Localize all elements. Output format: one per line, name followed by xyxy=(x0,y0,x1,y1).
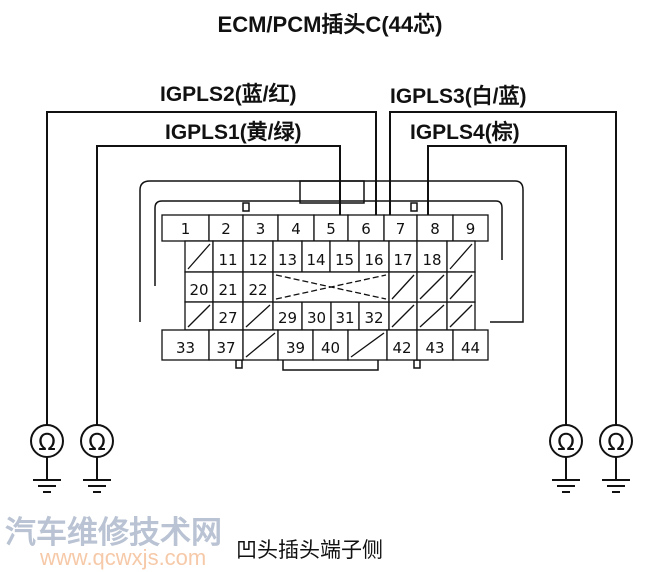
pin-number: 29 xyxy=(278,309,297,327)
pin-number: 33 xyxy=(176,339,195,357)
pin-number: 20 xyxy=(189,281,208,299)
wires xyxy=(46,111,617,430)
ohmmeter-icon: Ω xyxy=(80,424,114,493)
pin-cell xyxy=(312,329,349,361)
label-igpls4: IGPLS4(棕) xyxy=(410,120,520,144)
ohmmeter-icon: Ω xyxy=(599,424,633,493)
pin-number: 14 xyxy=(306,251,325,269)
pin-number: 43 xyxy=(425,339,444,357)
ohm-symbol: Ω xyxy=(557,430,575,456)
pin-number: 2 xyxy=(221,220,231,238)
blank-pin-diagonal xyxy=(449,243,473,270)
blank-pin-diagonal xyxy=(391,274,415,300)
caption: 凹头插头端子侧 xyxy=(236,538,383,562)
blank-pin-diagonal xyxy=(449,304,473,328)
pin-number: 30 xyxy=(307,309,326,327)
pin-number: 3 xyxy=(256,220,266,238)
blank-pin-diagonal xyxy=(419,304,445,328)
pin-cell xyxy=(242,214,279,242)
pin-number: 37 xyxy=(216,339,235,357)
pin-cell xyxy=(242,240,274,273)
pin-cell xyxy=(329,240,360,273)
pin-number: 11 xyxy=(218,251,237,269)
pin-number: 16 xyxy=(364,251,383,269)
ohm-symbol: Ω xyxy=(88,430,106,456)
pin-number: 1 xyxy=(181,220,191,238)
blank-pin-diagonal xyxy=(449,274,473,300)
pin-cell xyxy=(212,240,244,273)
pin-cell xyxy=(161,329,210,361)
pin-number: 44 xyxy=(461,339,480,357)
blank-pin-diagonal xyxy=(187,243,211,270)
pin-cell xyxy=(161,214,210,242)
pin-number: 4 xyxy=(291,220,301,238)
pin-number: 42 xyxy=(392,339,411,357)
pin-number: 5 xyxy=(326,220,336,238)
pin-number: 21 xyxy=(218,281,237,299)
ohmmeter-icon: Ω xyxy=(549,424,583,493)
pin-number: 17 xyxy=(393,251,412,269)
diagram-title: ECM/PCM插头C(44芯) xyxy=(218,12,443,37)
blank-pin-diagonal xyxy=(350,332,385,358)
pin-number: 12 xyxy=(248,251,267,269)
label-igpls2: IGPLS2(蓝/红) xyxy=(160,82,297,106)
pin-cell xyxy=(277,329,314,361)
pin-number: 8 xyxy=(430,220,440,238)
pin-cell xyxy=(212,301,244,331)
blank-pin-diagonal xyxy=(187,304,211,328)
ohm-symbol: Ω xyxy=(607,430,625,456)
label-igpls1: IGPLS1(黄/绿) xyxy=(165,120,302,144)
pin-number: 13 xyxy=(278,251,297,269)
pin-cell xyxy=(358,240,390,273)
pin-number: 15 xyxy=(335,251,354,269)
pin-cell xyxy=(208,329,244,361)
label-igpls3: IGPLS3(白/蓝) xyxy=(390,84,527,108)
pin-number: 18 xyxy=(422,251,441,269)
pin-number: 7 xyxy=(396,220,406,238)
pin-number: 6 xyxy=(361,220,371,238)
watermark-url: www.qcwxjs.com xyxy=(39,545,206,570)
pin-number: 40 xyxy=(321,339,340,357)
pin-cell xyxy=(452,214,489,242)
ohm-symbol: Ω xyxy=(38,430,56,456)
pin-number: 27 xyxy=(218,309,237,327)
connector-housing xyxy=(139,180,524,371)
blank-pin-diagonal xyxy=(419,274,445,300)
pin-number: 9 xyxy=(466,220,476,238)
pin-number: 32 xyxy=(364,309,383,327)
ohmmeter-icon: Ω xyxy=(30,424,64,493)
blank-pin-diagonal xyxy=(391,304,415,328)
blank-pin-diagonal xyxy=(245,304,271,328)
blank-pin-diagonal xyxy=(245,332,276,358)
pin-number: 22 xyxy=(248,281,267,299)
pin-cell xyxy=(313,214,349,242)
watermark: 汽车维修技术网 xyxy=(5,515,222,551)
pin-number: 31 xyxy=(335,309,354,327)
pin-number: 39 xyxy=(286,339,305,357)
pin-cell xyxy=(452,329,489,361)
